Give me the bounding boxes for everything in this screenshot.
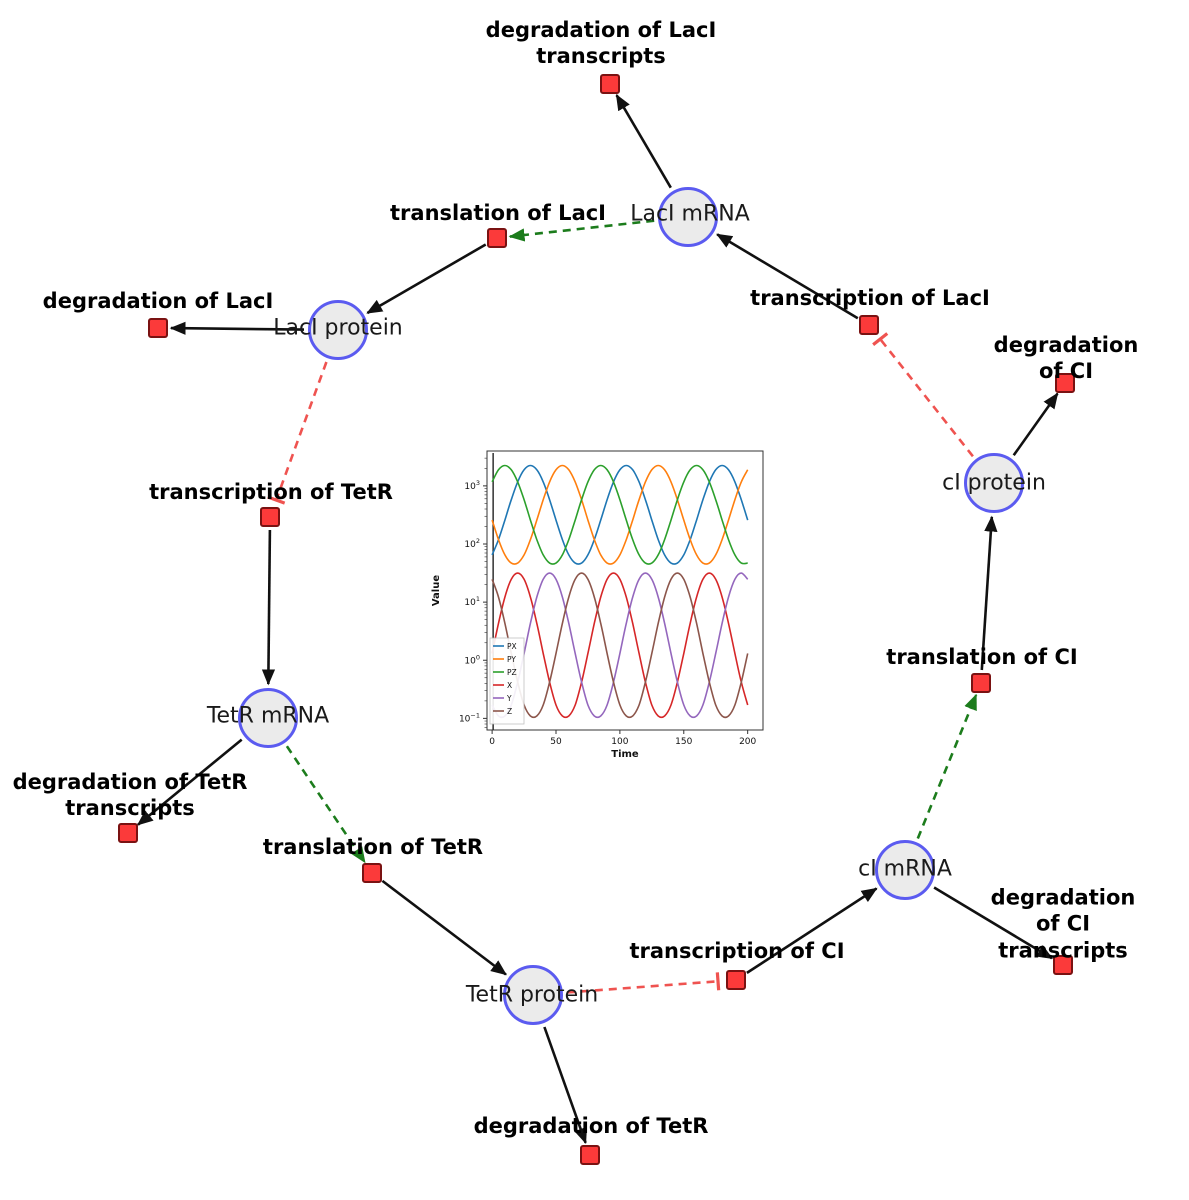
reaction-node-transl_laci xyxy=(487,228,507,248)
species-label-tetr_protein: TetR protein xyxy=(465,982,599,1008)
edge-production-txn_ci-ci_mrna xyxy=(746,887,878,974)
series-Y xyxy=(491,572,749,719)
edge-production-transl_laci-laci_protein xyxy=(366,243,487,315)
reaction-label-deg_ci_tx: degradation of CI transcripts xyxy=(990,885,1136,963)
edge-modifier-laci_mrna-transl_laci xyxy=(508,219,655,242)
reaction-node-txn_ci xyxy=(726,970,746,990)
y-tick-label: 101 xyxy=(464,595,480,608)
reaction-label-deg_ci: degradation of CI xyxy=(993,332,1139,383)
x-tick-label: 0 xyxy=(489,737,495,747)
species-label-laci_mrna: LacI mRNA xyxy=(630,201,750,227)
y-tick-label: 102 xyxy=(464,537,480,550)
edge-consumption-ci_mrna-deg_ci_tx xyxy=(933,886,1054,960)
reaction-label-deg_laci_tx: degradation of LacI transcripts xyxy=(485,17,717,68)
reaction-label-deg_laci: degradation of LacI xyxy=(42,288,274,313)
reaction-label-txn_laci: transcription of LacI xyxy=(750,285,990,310)
species-label-ci_mrna: cI mRNA xyxy=(858,856,952,882)
species-node-laci_mrna xyxy=(658,187,718,247)
reaction-node-deg_tetr_tx xyxy=(118,823,138,843)
reaction-node-transl_tetr xyxy=(362,863,382,883)
species-node-ci_protein xyxy=(964,453,1024,513)
species-label-ci_protein: cI protein xyxy=(942,470,1046,496)
y-tick-label: 100 xyxy=(464,653,480,666)
legend-label-X: X xyxy=(507,681,512,690)
reaction-node-deg_laci xyxy=(148,318,168,338)
legend-label-PY: PY xyxy=(507,655,516,664)
edge-inhibition-tetr_protein-txn_ci xyxy=(566,972,721,994)
reaction-label-txn_tetr: transcription of TetR xyxy=(149,479,393,504)
species-node-tetr_mrna xyxy=(238,688,298,748)
reaction-label-deg_tetr_tx: degradation of TetR transcripts xyxy=(12,769,248,820)
edge-production-txn_tetr-tetr_mrna xyxy=(261,529,276,686)
series-PX xyxy=(491,464,749,565)
legend-box xyxy=(489,637,525,725)
reaction-node-deg_tetr xyxy=(580,1145,600,1165)
species-label-tetr_mrna: TetR mRNA xyxy=(206,703,330,729)
x-axis-label: Time xyxy=(611,749,639,760)
series-Z xyxy=(491,572,749,719)
series-X xyxy=(491,572,749,719)
series-PY xyxy=(491,464,749,565)
legend-label-PZ: PZ xyxy=(507,668,517,677)
edge-modifier-ci_mrna-transl_ci xyxy=(916,693,978,839)
edge-consumption-ci_protein-deg_ci xyxy=(1012,392,1059,457)
edge-consumption-laci_protein-deg_laci xyxy=(169,321,305,335)
reaction-node-deg_ci xyxy=(1055,373,1075,393)
species-node-laci_protein xyxy=(308,300,368,360)
reaction-node-deg_laci_tx xyxy=(600,74,620,94)
reaction-label-txn_ci: transcription of CI xyxy=(629,938,845,963)
edge-modifier-tetr_mrna-transl_tetr xyxy=(285,745,366,864)
y-axis-label: Value xyxy=(431,575,442,606)
species-label-laci_protein: LacI protein xyxy=(273,315,403,341)
species-node-tetr_protein xyxy=(503,965,563,1025)
reaction-node-transl_ci xyxy=(971,673,991,693)
edge-consumption-tetr_protein-deg_tetr xyxy=(543,1026,587,1145)
series-PZ xyxy=(491,464,748,565)
species-node-ci_mrna xyxy=(875,840,935,900)
edge-inhibition-ci_protein-txn_laci xyxy=(872,332,974,458)
reaction-label-transl_ci: translation of CI xyxy=(886,644,1078,669)
edge-inhibition-laci_protein-txn_tetr xyxy=(267,361,328,505)
edge-production-txn_laci-laci_mrna xyxy=(716,233,859,320)
y-tick-label: 103 xyxy=(464,479,480,492)
x-tick-label: 50 xyxy=(550,737,562,747)
reaction-node-txn_laci xyxy=(859,315,879,335)
x-tick-label: 150 xyxy=(675,737,692,747)
reaction-label-transl_tetr: translation of TetR xyxy=(262,834,484,859)
edge-consumption-laci_mrna-deg_laci_tx xyxy=(615,94,672,189)
edge-production-transl_ci-ci_protein xyxy=(980,515,998,671)
y-tick-label: 10−1 xyxy=(459,711,480,724)
legend-label-Y: Y xyxy=(506,694,512,703)
edge-consumption-tetr_mrna-deg_tetr_tx xyxy=(136,738,243,826)
reaction-label-deg_tetr: degradation of TetR xyxy=(473,1113,709,1138)
x-tick-label: 200 xyxy=(739,737,756,747)
reaction-label-transl_laci: translation of LacI xyxy=(390,200,606,225)
edge-production-transl_tetr-tetr_protein xyxy=(381,879,507,976)
reaction-node-txn_tetr xyxy=(260,507,280,527)
reaction-node-deg_ci_tx xyxy=(1053,955,1073,975)
x-tick-label: 100 xyxy=(611,737,628,747)
legend-label-Z: Z xyxy=(507,707,512,716)
legend-label-PX: PX xyxy=(507,642,517,651)
